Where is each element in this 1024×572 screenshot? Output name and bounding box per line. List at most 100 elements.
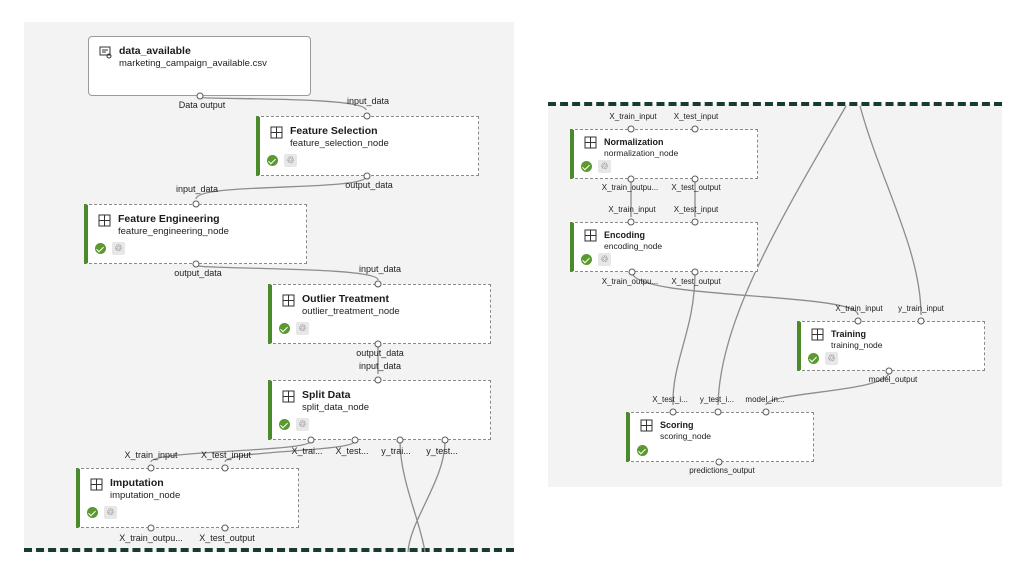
port-input-x-test[interactable] (221, 464, 229, 472)
port-input-x-train[interactable] (627, 218, 635, 226)
port-label: output_data (356, 348, 404, 358)
node-title: Split Data (302, 389, 351, 401)
check-circle-icon (279, 323, 290, 334)
port-output-predictions[interactable] (715, 458, 723, 466)
port-label: X_test_output (199, 533, 255, 543)
node-feature-engineering[interactable]: Feature Engineering feature_engineering_… (84, 204, 307, 264)
port-output-x-test[interactable] (691, 268, 699, 276)
port-label: Data output (178, 100, 226, 110)
port-input[interactable] (192, 200, 200, 208)
port-output-x-test[interactable] (221, 524, 229, 532)
port-data-output[interactable] (196, 92, 204, 100)
port-input-x-test[interactable] (691, 125, 699, 133)
recycle-icon: ♲ (112, 242, 125, 255)
port-label: predictions_output (689, 466, 755, 475)
component-grid-icon (98, 214, 111, 227)
port-label: X_train_input (609, 112, 657, 121)
port-output-y-test[interactable] (441, 436, 449, 444)
component-grid-icon (90, 478, 103, 491)
port-label: output_data (345, 180, 393, 190)
node-normalization[interactable]: Normalization normalization_node ♲ (570, 129, 758, 179)
port-input[interactable] (374, 280, 382, 288)
node-title: data_available (119, 45, 191, 57)
port-output-x-test[interactable] (691, 175, 699, 183)
port-output-x-train[interactable] (627, 175, 635, 183)
port-label: y_test... (426, 446, 458, 456)
node-subtitle: imputation_node (110, 490, 181, 501)
port-label: input_data (175, 184, 219, 194)
recycle-icon: ♲ (284, 154, 297, 167)
port-label: X_train_outpu... (601, 277, 659, 286)
dashed-separator-bottom-left (24, 548, 514, 552)
port-output[interactable] (374, 340, 382, 348)
port-output-x-test[interactable] (351, 436, 359, 444)
port-input-x-train[interactable] (854, 317, 862, 325)
node-outlier-treatment[interactable]: Outlier Treatment outlier_treatment_node… (268, 284, 491, 344)
port-label: X_train_outpu... (119, 533, 183, 543)
check-circle-icon (637, 445, 648, 456)
port-output-x-train[interactable] (307, 436, 315, 444)
check-circle-icon (87, 507, 98, 518)
port-output-y-train[interactable] (396, 436, 404, 444)
port-output-x-train[interactable] (628, 268, 636, 276)
check-circle-icon (808, 353, 819, 364)
port-output-x-train[interactable] (147, 524, 155, 532)
check-circle-icon (267, 155, 278, 166)
port-label: X_train_input (608, 205, 656, 214)
recycle-icon: ♲ (598, 160, 611, 173)
check-circle-icon (279, 419, 290, 430)
component-grid-icon (282, 294, 295, 307)
node-subtitle: split_data_node (302, 402, 370, 413)
port-input-x-train[interactable] (147, 464, 155, 472)
node-title: Feature Selection (290, 125, 378, 137)
node-subtitle: encoding_node (604, 241, 663, 251)
port-input-y-train[interactable] (917, 317, 925, 325)
node-title: Feature Engineering (118, 213, 220, 225)
port-label: X_test... (335, 446, 369, 456)
node-subtitle: marketing_campaign_available.csv (119, 58, 267, 69)
dashed-separator-top-right (548, 102, 1002, 106)
port-input[interactable] (374, 376, 382, 384)
port-input-y-test[interactable] (714, 408, 722, 416)
node-training[interactable]: Training training_node ♲ (797, 321, 985, 371)
port-output[interactable] (192, 260, 200, 268)
port-label: output_data (174, 268, 222, 278)
port-label: X_test_output (671, 183, 721, 192)
port-input-x-train[interactable] (627, 125, 635, 133)
port-input-x-test[interactable] (691, 218, 699, 226)
node-split-data[interactable]: Split Data split_data_node ♲ (268, 380, 491, 440)
node-subtitle: feature_engineering_node (118, 226, 229, 237)
node-feature-selection[interactable]: Feature Selection feature_selection_node… (256, 116, 479, 176)
port-output-model[interactable] (885, 367, 893, 375)
node-title: Training (831, 329, 867, 339)
port-label: input_data (358, 361, 402, 371)
node-title: Scoring (660, 420, 694, 430)
node-encoding[interactable]: Encoding encoding_node ♲ (570, 222, 758, 272)
port-label: y_trai... (381, 446, 411, 456)
port-input[interactable] (363, 112, 371, 120)
node-imputation[interactable]: Imputation imputation_node ♲ (76, 468, 299, 528)
node-subtitle: feature_selection_node (290, 138, 389, 149)
port-input-model[interactable] (762, 408, 770, 416)
port-label: model_in... (745, 395, 785, 404)
port-output[interactable] (363, 172, 371, 180)
dataset-icon (99, 46, 112, 59)
port-label: X_train_input (835, 304, 883, 313)
node-title: Imputation (110, 477, 164, 489)
port-label: X_trai... (291, 446, 323, 456)
node-scoring[interactable]: Scoring scoring_node (626, 412, 814, 462)
port-input-x-test[interactable] (669, 408, 677, 416)
port-label: model_output (868, 375, 918, 384)
node-subtitle: normalization_node (604, 148, 679, 158)
port-label: y_train_input (898, 304, 944, 313)
check-circle-icon (581, 254, 592, 265)
node-subtitle: training_node (831, 340, 883, 350)
port-label: X_test_i... (652, 395, 688, 404)
recycle-icon: ♲ (598, 253, 611, 266)
component-grid-icon (584, 136, 597, 149)
dataset-node-data-available[interactable]: data_available marketing_campaign_availa… (88, 36, 311, 96)
component-grid-icon (270, 126, 283, 139)
port-label: X_test_input (673, 205, 719, 214)
recycle-icon: ♲ (825, 352, 838, 365)
port-label: X_train_outpu... (601, 183, 659, 192)
